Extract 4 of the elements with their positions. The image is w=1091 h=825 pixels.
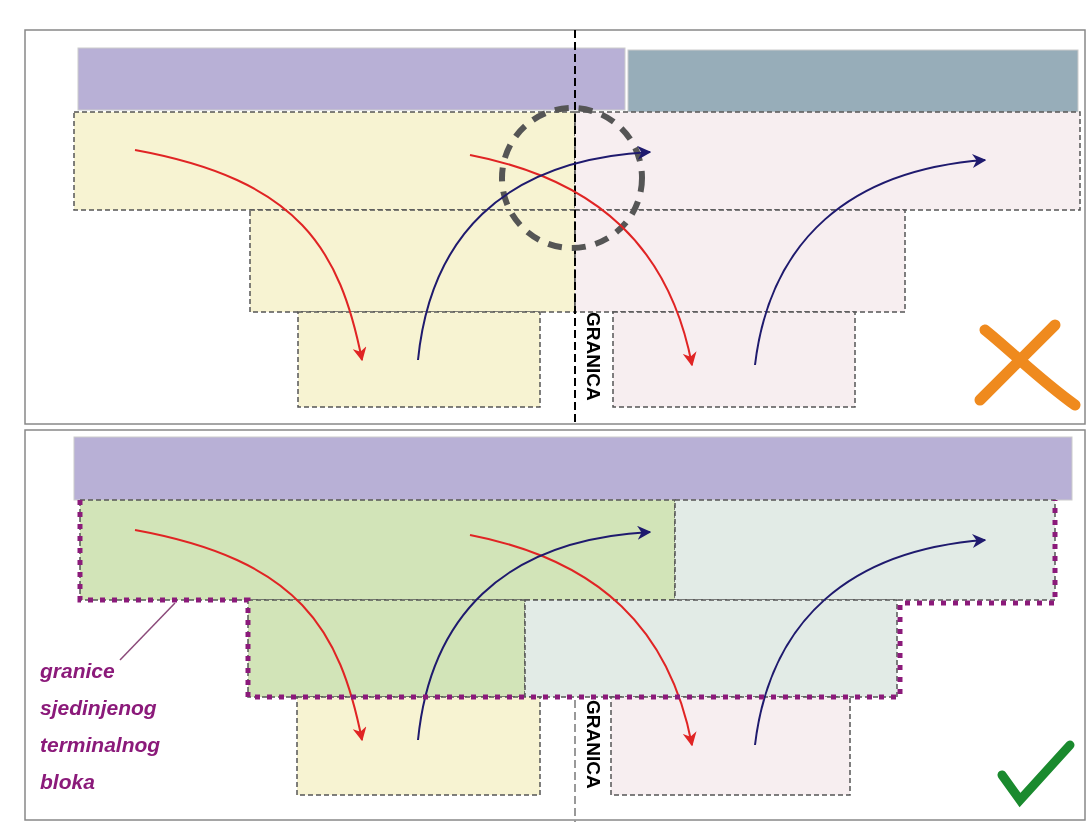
boundary-label: GRANICA: [583, 312, 603, 401]
annotation-text: granice sjedinjenog terminalnog bloka: [40, 652, 215, 800]
boundary-label: GRANICA: [583, 700, 603, 789]
leader-line: [119, 602, 176, 661]
